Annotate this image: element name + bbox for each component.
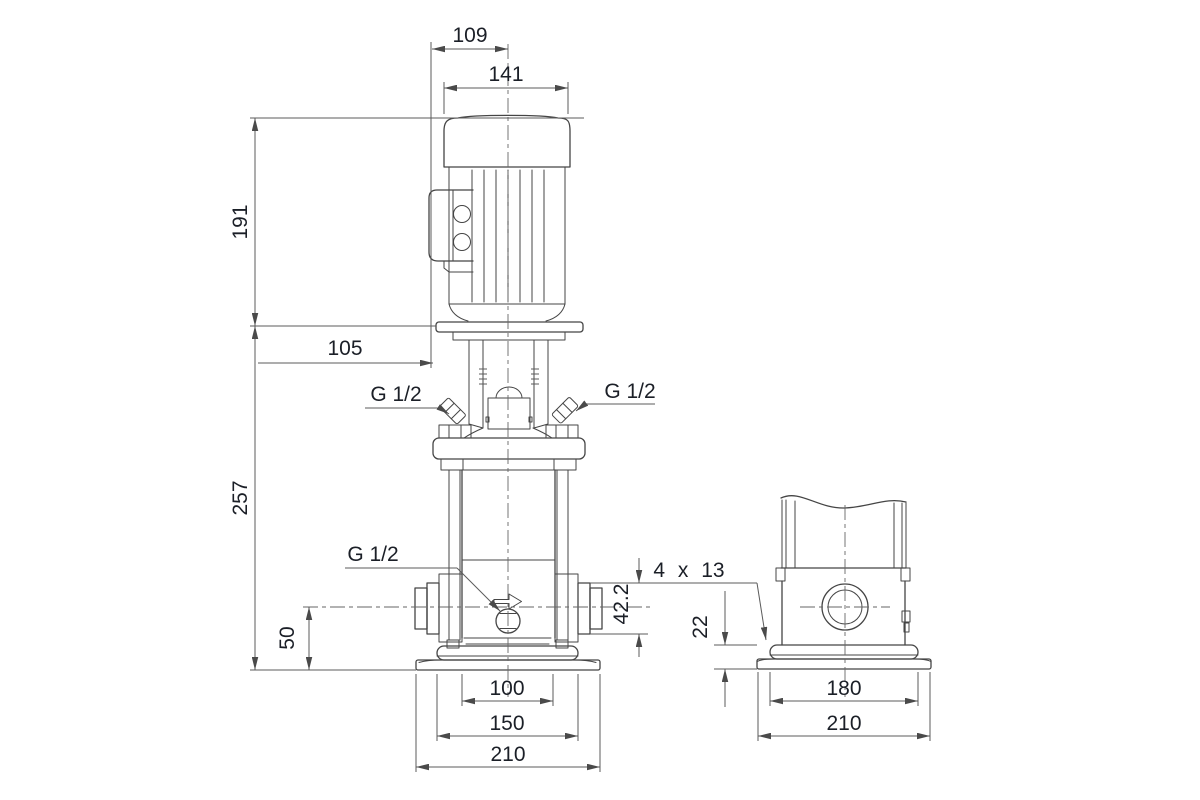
leader-holes-note: [756, 582, 768, 641]
break-line: [780, 495, 907, 509]
dim-label-base-bolt-span-side: 180: [826, 677, 861, 700]
motor-stool: [435, 321, 584, 439]
tie-rods: [448, 469, 569, 641]
label-base-holes-note: 4 x 13: [653, 559, 724, 582]
guard-vent-slots: [479, 368, 539, 385]
pump-head-flange: [432, 437, 586, 471]
dim-label-port-flange-od: 42.2: [610, 584, 633, 625]
dim-label-port-center-height: 50: [276, 626, 299, 649]
vent-plugs: [438, 397, 579, 439]
label-drain-plug: G 1/2: [347, 543, 398, 566]
dim-label-base-width-front: 210: [490, 743, 525, 766]
leader-underlines: [345, 403, 655, 569]
dim-label-base-inner-width: 100: [489, 677, 524, 700]
dim-label-base-height: 22: [689, 615, 712, 638]
discharge-port: [554, 573, 603, 643]
shaft-coupling-top: [495, 386, 523, 399]
leader-vent-right: [575, 400, 589, 412]
label-vent-plug-left: G 1/2: [370, 383, 421, 406]
dim-label-motor-width: 141: [488, 63, 523, 86]
terminal-box: [428, 189, 474, 273]
front-view: [303, 44, 650, 697]
dim-label-head-clearance: 105: [327, 337, 362, 360]
leader-drain: [456, 567, 501, 612]
label-vent-plug-right: G 1/2: [604, 380, 655, 403]
side-view: [756, 495, 932, 697]
hex-nut: [545, 424, 579, 439]
side-base: [756, 644, 932, 670]
dim-label-pump-height: 257: [229, 480, 252, 515]
dimensions: 109 141 191 257 105 50 G 1/2 G 1/2 G 1/2…: [229, 24, 931, 772]
extension-lines: [250, 42, 931, 772]
dim-label-motor-depth: 109: [452, 24, 487, 47]
dim-label-base-width-side: 210: [826, 712, 861, 735]
dim-label-motor-height: 191: [229, 204, 252, 239]
leader-vent-left: [436, 404, 450, 415]
dim-label-base-bolt-span-front: 150: [489, 712, 524, 735]
suction-port: [414, 573, 463, 643]
pump-sleeve: [446, 469, 569, 649]
shaft-coupling: [487, 397, 531, 430]
motor-outline: [443, 114, 571, 322]
cable-entry-hole: [453, 205, 471, 223]
cable-entry-hole: [453, 233, 471, 251]
nameplate-tab: [901, 610, 911, 623]
